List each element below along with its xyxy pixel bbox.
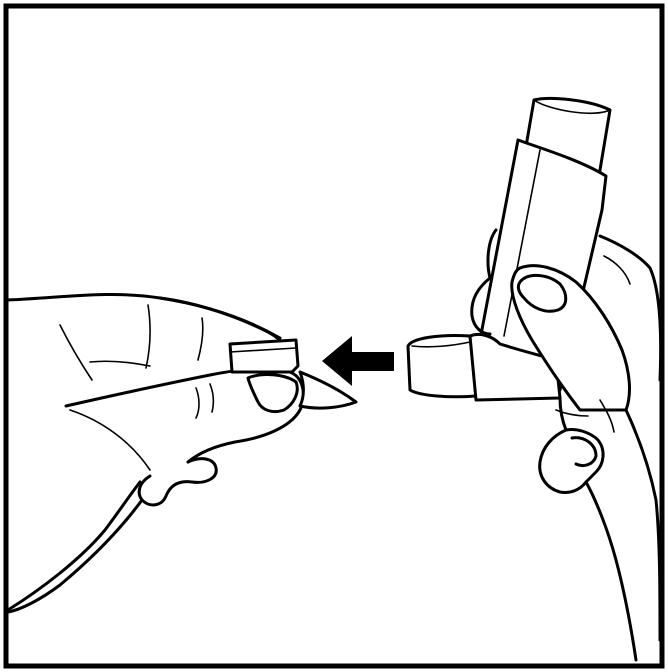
arrow-shaft — [350, 352, 394, 371]
right-hand-crease — [604, 256, 630, 284]
arrow-head — [322, 336, 352, 386]
left-curled-fingers — [139, 459, 216, 505]
inhaler-mouthpiece — [408, 335, 476, 396]
cap-body — [230, 340, 298, 372]
removal-arrow — [322, 336, 394, 386]
left-hand-outline — [8, 295, 280, 610]
left-thumb — [66, 369, 303, 462]
right-finger-tip — [572, 438, 596, 466]
left-thumbnail — [248, 375, 297, 412]
left-knuckle-creases — [60, 305, 203, 380]
left-palm-line — [70, 410, 150, 470]
right-wrist-line — [586, 482, 636, 660]
right-palm-outline — [626, 410, 660, 640]
left-thumb-crease — [196, 384, 213, 418]
